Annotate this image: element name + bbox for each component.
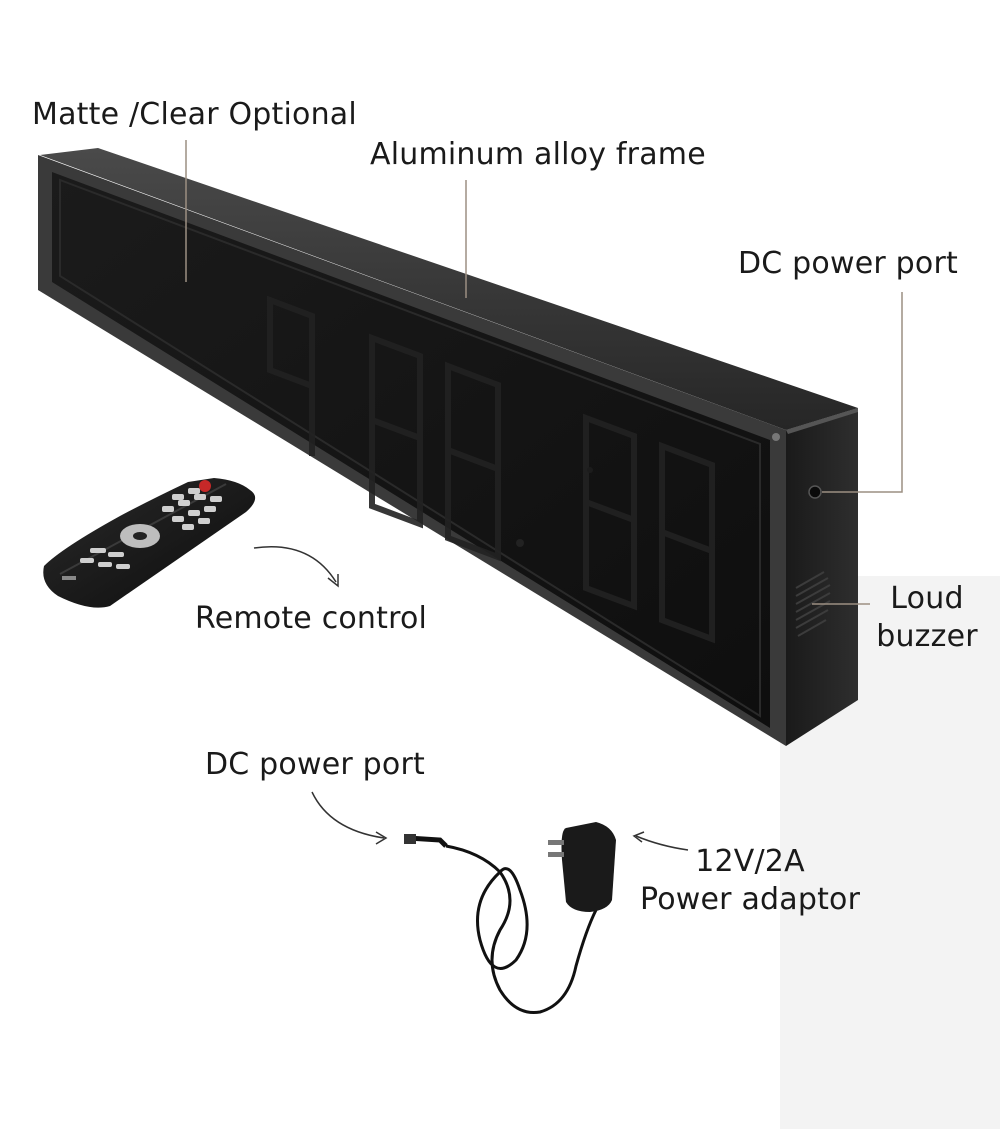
arrow-dc-icon	[311, 791, 385, 839]
label-aluminum-frame: Aluminum alloy frame	[370, 137, 706, 172]
label-matte-clear: Matte /Clear Optional	[32, 97, 357, 132]
label-loud-buzzer: Loud buzzer	[872, 580, 982, 656]
remote-control	[43, 478, 256, 608]
dc-port-icon	[808, 485, 822, 499]
label-power-adaptor: 12V/2A Power adaptor	[640, 843, 860, 919]
leader-lines	[185, 140, 903, 605]
power-adaptor	[404, 822, 616, 1015]
label-adaptor-line2: Power adaptor	[640, 882, 861, 917]
label-dc-power-port-cable: DC power port	[205, 747, 425, 782]
power-button-icon	[199, 480, 211, 492]
buzzer-grille-icon	[795, 571, 831, 637]
leader-dc-top	[822, 292, 903, 493]
label-remote-control: Remote control	[195, 601, 428, 636]
label-buzzer-line1: Loud	[890, 581, 964, 616]
clock-bezel	[59, 178, 761, 718]
clock-display	[38, 148, 858, 746]
arrow-remote-icon	[253, 545, 337, 583]
clock-side-face	[786, 408, 858, 746]
clock-top-face	[40, 148, 858, 430]
screw-icon	[772, 433, 780, 441]
segment-digits	[267, 295, 715, 644]
label-dc-power-port-side: DC power port	[738, 246, 958, 281]
label-adaptor-line1: 12V/2A	[695, 844, 805, 879]
arrow-adaptor-icon	[635, 835, 689, 851]
label-buzzer-line2: buzzer	[876, 619, 978, 654]
